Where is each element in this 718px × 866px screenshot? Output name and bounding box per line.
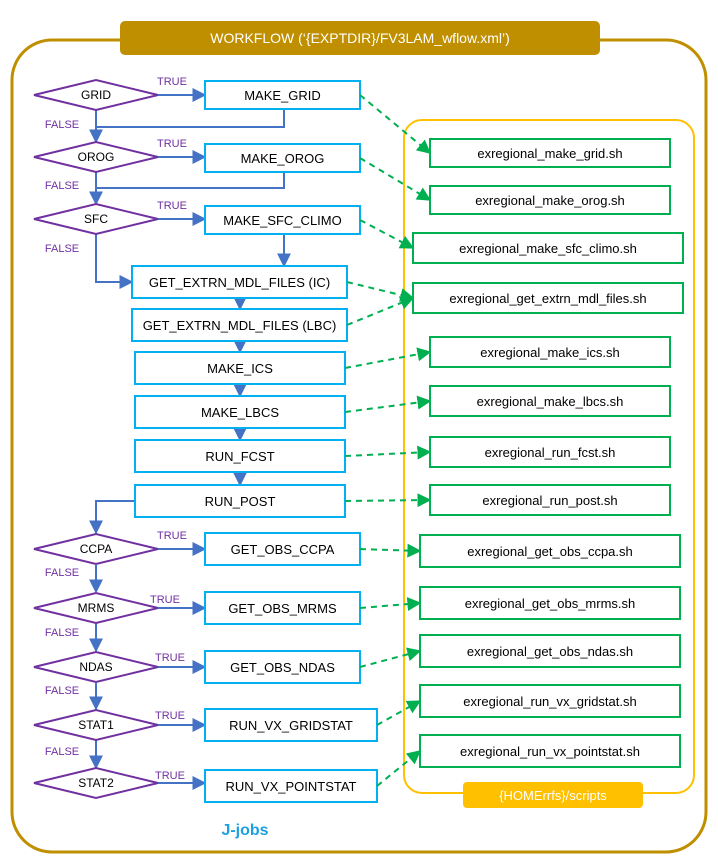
task-box-make-lbcs — [134, 395, 346, 429]
task-label-make-sfc-climo: MAKE_SFC_CLIMO — [223, 213, 341, 228]
false-label-ccpa: FALSE — [45, 567, 79, 579]
task-label-get-obs-ndas: GET_OBS_NDAS — [230, 660, 335, 675]
true-label-grid: TRUE — [157, 76, 187, 88]
script-box-exregional-run-post-sh — [429, 484, 671, 516]
task-label-make-orog: MAKE_OROG — [241, 151, 325, 166]
link-get-obs-ndas-to-script — [359, 647, 422, 668]
task-label-get-extrn-mdl-files-ic: GET_EXTRN_MDL_FILES (IC) — [149, 275, 330, 290]
false-label-orog: FALSE — [45, 180, 79, 192]
scripts-dir-label: {HOMErrfs}/scripts — [499, 788, 607, 803]
task-label-run-vx-gridstat: RUN_VX_GRIDSTAT — [229, 718, 353, 733]
decisions-layer: GRIDTRUEFALSEOROGTRUEFALSESFCTRUEFALSECC… — [33, 76, 207, 800]
task-box-get-obs-ndas — [204, 650, 361, 684]
task-box-make-grid — [204, 80, 361, 110]
tasks-layer: MAKE_GRID MAKE_OROG MAKE_SFC_CLIMO GET_EXTR… — [131, 80, 378, 803]
false-label-ndas: FALSE — [45, 685, 79, 697]
script-label-exregional-run-vx-pointstat-sh: exregional_run_vx_pointstat.sh — [460, 744, 640, 759]
false-label-stat1: FALSE — [45, 746, 79, 758]
script-label-exregional-get-obs-mrms-sh: exregional_get_obs_mrms.sh — [465, 596, 636, 611]
task-box-run-fcst — [134, 439, 346, 473]
link-run-vx-pointstat-to-script — [376, 750, 422, 787]
link-get-obs-mrms-to-script — [359, 597, 422, 612]
link-make-grid-to-script — [359, 94, 432, 154]
task-label-make-grid: MAKE_GRID — [244, 88, 321, 103]
true-label-ndas: TRUE — [155, 652, 185, 664]
link-make-ics-to-script — [344, 347, 432, 369]
decision-label-mrms: MRMS — [78, 601, 115, 615]
task-box-make-orog — [204, 143, 361, 173]
script-box-exregional-run-fcst-sh — [429, 436, 671, 468]
script-label-exregional-run-post-sh: exregional_run_post.sh — [482, 493, 617, 508]
link-get-extrn-mdl-files-lbc-to-script — [346, 296, 415, 326]
link-run-vx-gridstat-to-script — [376, 700, 422, 726]
false-label-grid: FALSE — [45, 119, 79, 131]
script-label-exregional-make-orog-sh: exregional_make_orog.sh — [475, 193, 625, 208]
link-get-obs-ccpa-to-script — [359, 543, 422, 558]
script-box-exregional-make-lbcs-sh — [429, 385, 671, 417]
task-label-make-ics: MAKE_ICS — [207, 361, 273, 376]
decision-label-sfc: SFC — [84, 212, 108, 226]
task-box-get-extrn-mdl-files-lbc — [131, 308, 348, 342]
true-label-ccpa: TRUE — [157, 530, 187, 542]
script-label-exregional-run-vx-gridstat-sh: exregional_run_vx_gridstat.sh — [463, 694, 636, 709]
script-label-exregional-get-obs-ndas-sh: exregional_get_obs_ndas.sh — [467, 644, 633, 659]
false-label-sfc: FALSE — [45, 243, 79, 255]
task-box-run-post — [134, 484, 346, 518]
task-label-make-lbcs: MAKE_LBCS — [201, 405, 279, 420]
link-make-orog-to-script — [359, 157, 432, 201]
task-box-run-vx-gridstat — [204, 708, 378, 742]
script-box-exregional-run-vx-gridstat-sh — [419, 684, 681, 718]
task-label-run-vx-pointstat: RUN_VX_POINTSTAT — [226, 779, 357, 794]
true-label-stat1: TRUE — [155, 710, 185, 722]
decision-label-ndas: NDAS — [79, 660, 112, 674]
true-label-orog: TRUE — [157, 138, 187, 150]
script-label-exregional-make-grid-sh: exregional_make_grid.sh — [477, 146, 622, 161]
task-box-get-obs-ccpa — [204, 532, 361, 566]
script-label-exregional-make-ics-sh: exregional_make_ics.sh — [480, 345, 619, 360]
script-box-exregional-get-obs-mrms-sh — [419, 586, 681, 620]
script-box-exregional-make-grid-sh — [429, 138, 671, 168]
workflow-title-banner — [120, 21, 600, 55]
false-label-mrms: FALSE — [45, 627, 79, 639]
scripts-label-banner — [463, 782, 643, 808]
task-label-get-obs-mrms: GET_OBS_MRMS — [228, 601, 337, 616]
link-run-fcst-to-script — [344, 445, 432, 460]
link-make-lbcs-to-script — [344, 395, 432, 413]
workflow-title: WORKFLOW (‘{EXPTDIR}/FV3LAM_wflow.xml’) — [210, 30, 510, 46]
true-label-sfc: TRUE — [157, 200, 187, 212]
script-label-exregional-make-sfc-climo-sh: exregional_make_sfc_climo.sh — [459, 241, 637, 256]
task-box-run-vx-pointstat — [204, 769, 378, 803]
links-layer — [344, 94, 432, 787]
scripts-layer: exregional_make_grid.sh exregional_make_o… — [412, 138, 684, 768]
script-label-exregional-run-fcst-sh: exregional_run_fcst.sh — [485, 445, 616, 460]
decision-label-ccpa: CCPA — [80, 542, 112, 556]
task-label-get-extrn-mdl-files-lbc: GET_EXTRN_MDL_FILES (LBC) — [143, 318, 337, 333]
decision-label-stat1: STAT1 — [78, 718, 114, 732]
decision-label-grid: GRID — [81, 88, 111, 102]
script-label-exregional-make-lbcs-sh: exregional_make_lbcs.sh — [477, 394, 624, 409]
script-label-exregional-get-extrn-mdl-files-sh: exregional_get_extrn_mdl_files.sh — [449, 291, 646, 306]
link-run-post-to-script — [344, 493, 432, 508]
script-box-exregional-get-obs-ccpa-sh — [419, 534, 681, 568]
flow-connectors — [89, 109, 291, 770]
decision-label-orog: OROG — [78, 150, 115, 164]
true-label-stat2: TRUE — [155, 770, 185, 782]
decision-label-stat2: STAT2 — [78, 776, 114, 790]
script-box-exregional-make-sfc-climo-sh — [412, 232, 684, 264]
link-make-sfc-climo-to-script — [359, 219, 415, 249]
script-box-exregional-get-extrn-mdl-files-sh — [412, 282, 684, 314]
task-box-make-sfc-climo — [204, 205, 361, 235]
script-label-exregional-get-obs-ccpa-sh: exregional_get_obs_ccpa.sh — [467, 544, 633, 559]
task-box-make-ics — [134, 351, 346, 385]
true-label-mrms: TRUE — [150, 594, 180, 606]
link-get-extrn-mdl-files-ic-to-script — [346, 281, 415, 302]
task-label-run-fcst: RUN_FCST — [205, 449, 274, 464]
task-label-run-post: RUN_POST — [205, 494, 276, 509]
jjobs-label: J-jobs — [221, 822, 268, 839]
task-label-get-obs-ccpa: GET_OBS_CCPA — [231, 542, 335, 557]
script-box-exregional-run-vx-pointstat-sh — [419, 734, 681, 768]
task-box-get-extrn-mdl-files-ic — [131, 265, 348, 299]
